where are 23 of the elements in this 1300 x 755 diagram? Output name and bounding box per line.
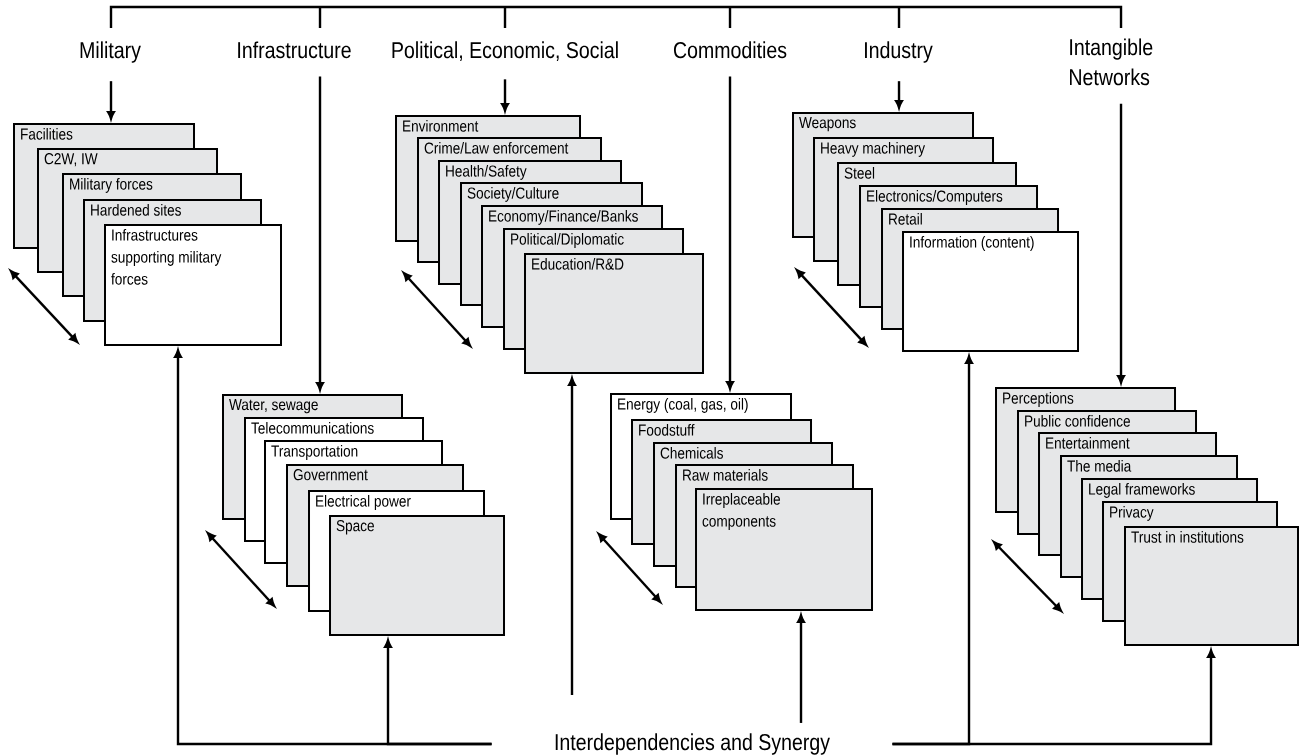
card: Education/R&D (524, 253, 704, 374)
category-heading: Infrastructure (238, 41, 351, 59)
arrow (107, 81, 115, 120)
category-heading: Intangible Networks (1070, 38, 1153, 86)
category-heading: Political, Economic, Social (392, 41, 618, 61)
category-heading: Commodities (674, 41, 787, 59)
arrow (1117, 103, 1125, 384)
category-heading: Interdependencies and Synergy (555, 733, 830, 755)
arrow (316, 76, 324, 391)
arrow (726, 76, 734, 390)
card: Information (content) (902, 231, 1079, 352)
arrow (384, 639, 492, 746)
card: Infrastructures supporting military forces (104, 224, 282, 346)
card: Irreplaceable components (695, 488, 873, 611)
card: Space (329, 515, 505, 636)
arrow (892, 649, 1215, 746)
arrow (895, 81, 903, 109)
arrow (568, 377, 576, 695)
arrow (501, 79, 509, 112)
arrow (797, 614, 805, 723)
category-heading: Military (80, 41, 141, 63)
category-heading: Industry (865, 41, 933, 63)
card: Trust in institutions (1124, 526, 1299, 646)
